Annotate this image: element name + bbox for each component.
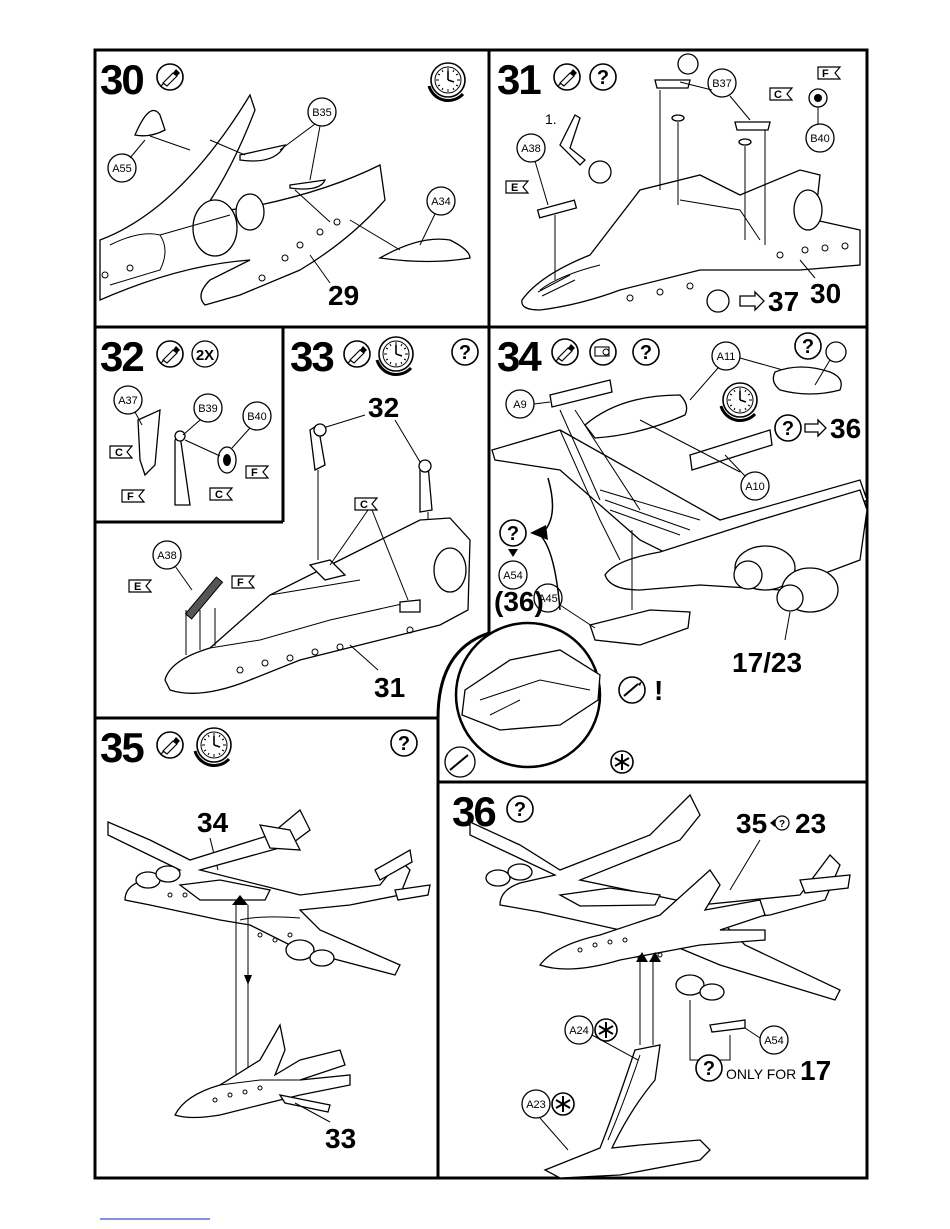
part-label: A10: [745, 481, 765, 493]
ref-number: 17/23: [732, 647, 802, 678]
decal-icon: [707, 290, 729, 312]
step-33: 33 32 C A38 E F: [129, 333, 478, 703]
question-icon: [633, 339, 659, 365]
step-36: 36 35 ? 23 A54 ONLY FOR 17: [452, 788, 850, 1178]
part-label: A37: [118, 395, 138, 407]
part-label: A23: [526, 1099, 546, 1111]
question-icon: [500, 520, 526, 546]
flag-label: E: [134, 581, 141, 593]
asterisk-icon: [595, 1019, 617, 1041]
ref-top-b: 23: [795, 808, 826, 839]
multiplier: 2X: [196, 347, 214, 364]
glue-icon: [344, 341, 370, 367]
step-35: 35 34 33: [100, 724, 430, 1154]
ref-number: 33: [325, 1123, 356, 1154]
ref-top: 32: [368, 392, 399, 423]
ref-top-a: 35: [736, 808, 767, 839]
asterisk-icon: [611, 751, 633, 773]
next-step: 37: [768, 286, 799, 317]
step-number: 31: [497, 56, 541, 103]
part-label: A55: [112, 163, 132, 175]
part-label: A34: [431, 196, 451, 208]
only-for-label: ONLY FOR: [726, 1066, 796, 1082]
clock-icon: [429, 63, 465, 101]
ref-number: 29: [328, 280, 359, 311]
question-icon: [452, 339, 478, 365]
question-icon: [391, 730, 417, 756]
part-label: B40: [810, 133, 830, 145]
flag-label: F: [127, 491, 134, 503]
part-label: A38: [521, 143, 541, 155]
question-icon: [507, 796, 533, 822]
ref-top: 34: [197, 807, 229, 838]
glue-icon: [157, 64, 183, 90]
step-number: 33: [290, 333, 333, 380]
question-icon: [696, 1055, 722, 1081]
flag-label: F: [251, 467, 258, 479]
question-icon: [590, 64, 616, 90]
glue-icon: [157, 341, 183, 367]
only-for-num: 17: [800, 1055, 831, 1086]
step-number: 34: [497, 333, 542, 380]
step-number: 32: [100, 333, 143, 380]
next-step: 36: [830, 413, 861, 444]
step-34: 34 A11 36 A9 A10: [445, 333, 867, 777]
flag-label: F: [237, 577, 244, 589]
arrow-icon: [805, 420, 826, 436]
part-label: A9: [513, 399, 526, 411]
part-label: B39: [198, 403, 218, 415]
arrow-icon: [740, 292, 764, 310]
clock-icon: [377, 337, 413, 375]
part-label: B37: [712, 78, 732, 90]
step-number: 35: [100, 724, 144, 771]
flag-label: E: [511, 182, 518, 194]
question-icon: [795, 333, 821, 359]
sub-step: 1.: [545, 111, 557, 127]
part-label: A54: [503, 570, 523, 582]
glue-icon: [554, 64, 580, 90]
step-32: 32 2X A37 C B39 F B40 C F: [100, 333, 271, 505]
flag-label: F: [822, 68, 829, 80]
flag-label: C: [774, 89, 782, 101]
ref-number: 31: [374, 672, 405, 703]
part-label: B35: [312, 107, 332, 119]
paint-icon: [619, 677, 645, 703]
clock-icon: [195, 728, 231, 766]
part-label: B40: [247, 411, 267, 423]
glue-icon: [552, 339, 578, 365]
flag-label: C: [215, 489, 223, 501]
step-31: 31 1. A38 E B37: [497, 54, 860, 317]
step-30: 30 A55 B35 A34 29: [100, 56, 470, 311]
decal-icon: [590, 339, 616, 365]
asterisk-icon: [552, 1093, 574, 1115]
part-label: A24: [569, 1025, 589, 1037]
ref-number: 30: [810, 278, 841, 309]
svg-text:?: ?: [779, 819, 785, 830]
step-number: 30: [100, 56, 143, 103]
question-icon: [775, 415, 801, 441]
clock-icon: [721, 383, 757, 421]
optional-step: (36): [494, 586, 544, 617]
part-label: A11: [717, 351, 736, 363]
part-label: A54: [764, 1035, 784, 1047]
part-label: A38: [157, 550, 177, 562]
glue-icon: [157, 732, 183, 758]
flag-label: C: [360, 499, 368, 511]
caution-mark: !: [654, 675, 663, 706]
flag-label: C: [115, 447, 123, 459]
